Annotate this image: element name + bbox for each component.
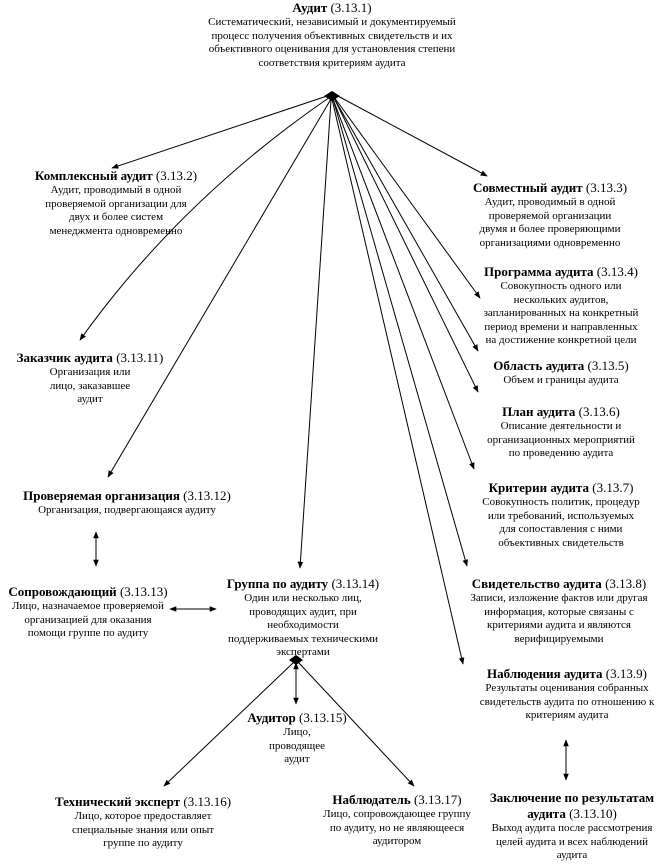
arrow-audit-combined <box>111 94 331 169</box>
node-evidence-title: Свидетельство аудита <box>471 576 602 591</box>
node-combined-audit: Комплексный аудит (3.13.2) Аудит, провод… <box>20 168 212 238</box>
team-hub-point <box>289 655 303 665</box>
node-audit-plan: План аудита (3.13.6) Описание деятельнос… <box>472 404 650 461</box>
node-joint-title: Совместный аудит <box>472 180 583 195</box>
node-combined-title: Комплексный аудит <box>34 168 153 183</box>
node-audit-title: Аудит <box>292 0 328 15</box>
node-audit-ref: (3.13.1) <box>330 0 372 15</box>
arrow-audit-findings <box>331 98 465 665</box>
node-auditee-title: Проверяемая организация <box>23 488 180 503</box>
arrow-audit-team <box>297 99 332 569</box>
node-conclusion-ref: (3.13.10) <box>569 806 617 821</box>
arrow-audit-criteria <box>332 98 475 470</box>
arrow-audit-joint <box>335 94 488 177</box>
node-team-ref: (3.13.14) <box>331 576 380 591</box>
node-audit-programme: Программа аудита (3.13.4) Совокупность о… <box>472 264 650 348</box>
arrow-audit-programme <box>333 96 481 299</box>
node-combined-desc: Аудит, проводимый в одной проверяемой ор… <box>45 184 187 237</box>
arrow-team-expert <box>163 661 295 787</box>
node-plan-desc: Описание деятельности и организационных … <box>487 420 635 459</box>
node-expert-ref: (3.13.16) <box>183 794 232 809</box>
node-audit-criteria: Критерии аудита (3.13.7) Совокупность по… <box>472 480 650 550</box>
node-auditee: Проверяемая организация (3.13.12) Органи… <box>2 488 252 518</box>
node-client-ref: (3.13.11) <box>116 350 164 365</box>
node-auditor-ref: (3.13.15) <box>299 710 347 725</box>
node-observer: Наблюдатель (3.13.17) Лицо, сопровождающ… <box>322 792 472 849</box>
node-evidence-desc: Записи, изложение фактов или другая инфо… <box>470 592 648 645</box>
node-client-title: Заказчик аудита <box>16 350 113 365</box>
arrow-audit-auditee <box>107 98 332 478</box>
node-guide-title: Сопровождающий <box>8 584 117 599</box>
node-criteria-desc: Совокупность политик, процедур или требо… <box>482 496 640 549</box>
node-evidence-ref: (3.13.8) <box>605 576 647 591</box>
node-guide-desc: Лицо, назначаемое проверяемой организаци… <box>12 600 164 639</box>
arrow-audit-evidence <box>332 98 468 567</box>
node-observer-ref: (3.13.17) <box>413 792 462 807</box>
node-auditee-ref: (3.13.12) <box>183 488 231 503</box>
node-team-desc: Один или несколько лиц, проводящих аудит… <box>228 592 379 658</box>
node-auditor: Аудитор (3.13.15) Лицо, проводящее аудит <box>236 710 358 767</box>
node-criteria-title: Критерии аудита <box>488 480 589 495</box>
node-technical-expert: Технический эксперт (3.13.16) Лицо, кото… <box>40 794 246 851</box>
node-expert-title: Технический эксперт <box>54 794 181 809</box>
node-auditor-desc: Лицо, проводящее аудит <box>268 726 326 765</box>
node-team-title: Группа по аудиту <box>226 576 329 591</box>
arrow-audit-client <box>79 96 331 341</box>
node-programme-title: Программа аудита <box>484 264 594 279</box>
node-scope-desc: Объем и границы аудита <box>503 374 619 386</box>
node-findings-ref: (3.13.9) <box>605 666 647 681</box>
node-findings-title: Наблюдения аудита <box>487 666 603 681</box>
node-audit-team: Группа по аудиту (3.13.14) Один или неск… <box>216 576 390 660</box>
node-programme-ref: (3.13.4) <box>596 264 638 279</box>
node-expert-desc: Лицо, которое предоставляет специальные … <box>71 810 215 849</box>
arrow-team-observer <box>297 661 415 787</box>
node-plan-ref: (3.13.6) <box>578 404 620 419</box>
node-observer-title: Наблюдатель <box>332 792 411 807</box>
node-auditor-title: Аудитор <box>247 710 296 725</box>
node-plan-title: План аудита <box>502 404 576 419</box>
node-scope-title: Область аудита <box>493 358 585 373</box>
node-observer-desc: Лицо, сопровождающее группу по аудиту, н… <box>323 808 471 847</box>
node-criteria-ref: (3.13.7) <box>592 480 634 495</box>
node-auditee-desc: Организация, подвергающаяся аудиту <box>38 504 216 516</box>
node-conclusion-title: Заключение по результатам аудита <box>489 790 655 821</box>
node-programme-desc: Совокупность одного или нескольких аудит… <box>483 280 639 346</box>
node-combined-ref: (3.13.2) <box>155 168 198 183</box>
node-audit: Аудит (3.13.1) Систематический, независи… <box>206 0 458 70</box>
node-audit-scope: Область аудита (3.13.5) Объем и границы … <box>472 358 650 388</box>
node-conclusion-desc: Выход аудита после рассмотрения целей ау… <box>491 822 653 861</box>
node-audit-desc: Систематический, независимый и документи… <box>208 16 456 69</box>
node-joint-audit: Совместный аудит (3.13.3) Аудит, проводи… <box>460 180 640 250</box>
node-audit-evidence: Свидетельство аудита (3.13.8) Записи, из… <box>466 576 652 646</box>
node-guide: Сопровождающий (3.13.13) Лицо, назначаем… <box>2 584 174 641</box>
node-findings-desc: Результаты оценивания собранных свидетел… <box>479 682 655 721</box>
node-guide-ref: (3.13.13) <box>119 584 168 599</box>
node-audit-conclusion: Заключение по результатам аудита (3.13.1… <box>484 790 660 863</box>
node-joint-ref: (3.13.3) <box>585 180 628 195</box>
arrow-audit-scope <box>333 97 479 352</box>
node-scope-ref: (3.13.5) <box>587 358 629 373</box>
node-joint-desc: Аудит, проводимый в одной проверяемой ор… <box>479 196 621 249</box>
arrow-audit-plan <box>333 97 479 393</box>
node-audit-findings: Наблюдения аудита (3.13.9) Результаты оц… <box>476 666 658 723</box>
node-client-desc: Организация или лицо, заказавшее аудит <box>49 366 131 405</box>
node-audit-client: Заказчик аудита (3.13.11) Организация ил… <box>2 350 178 407</box>
